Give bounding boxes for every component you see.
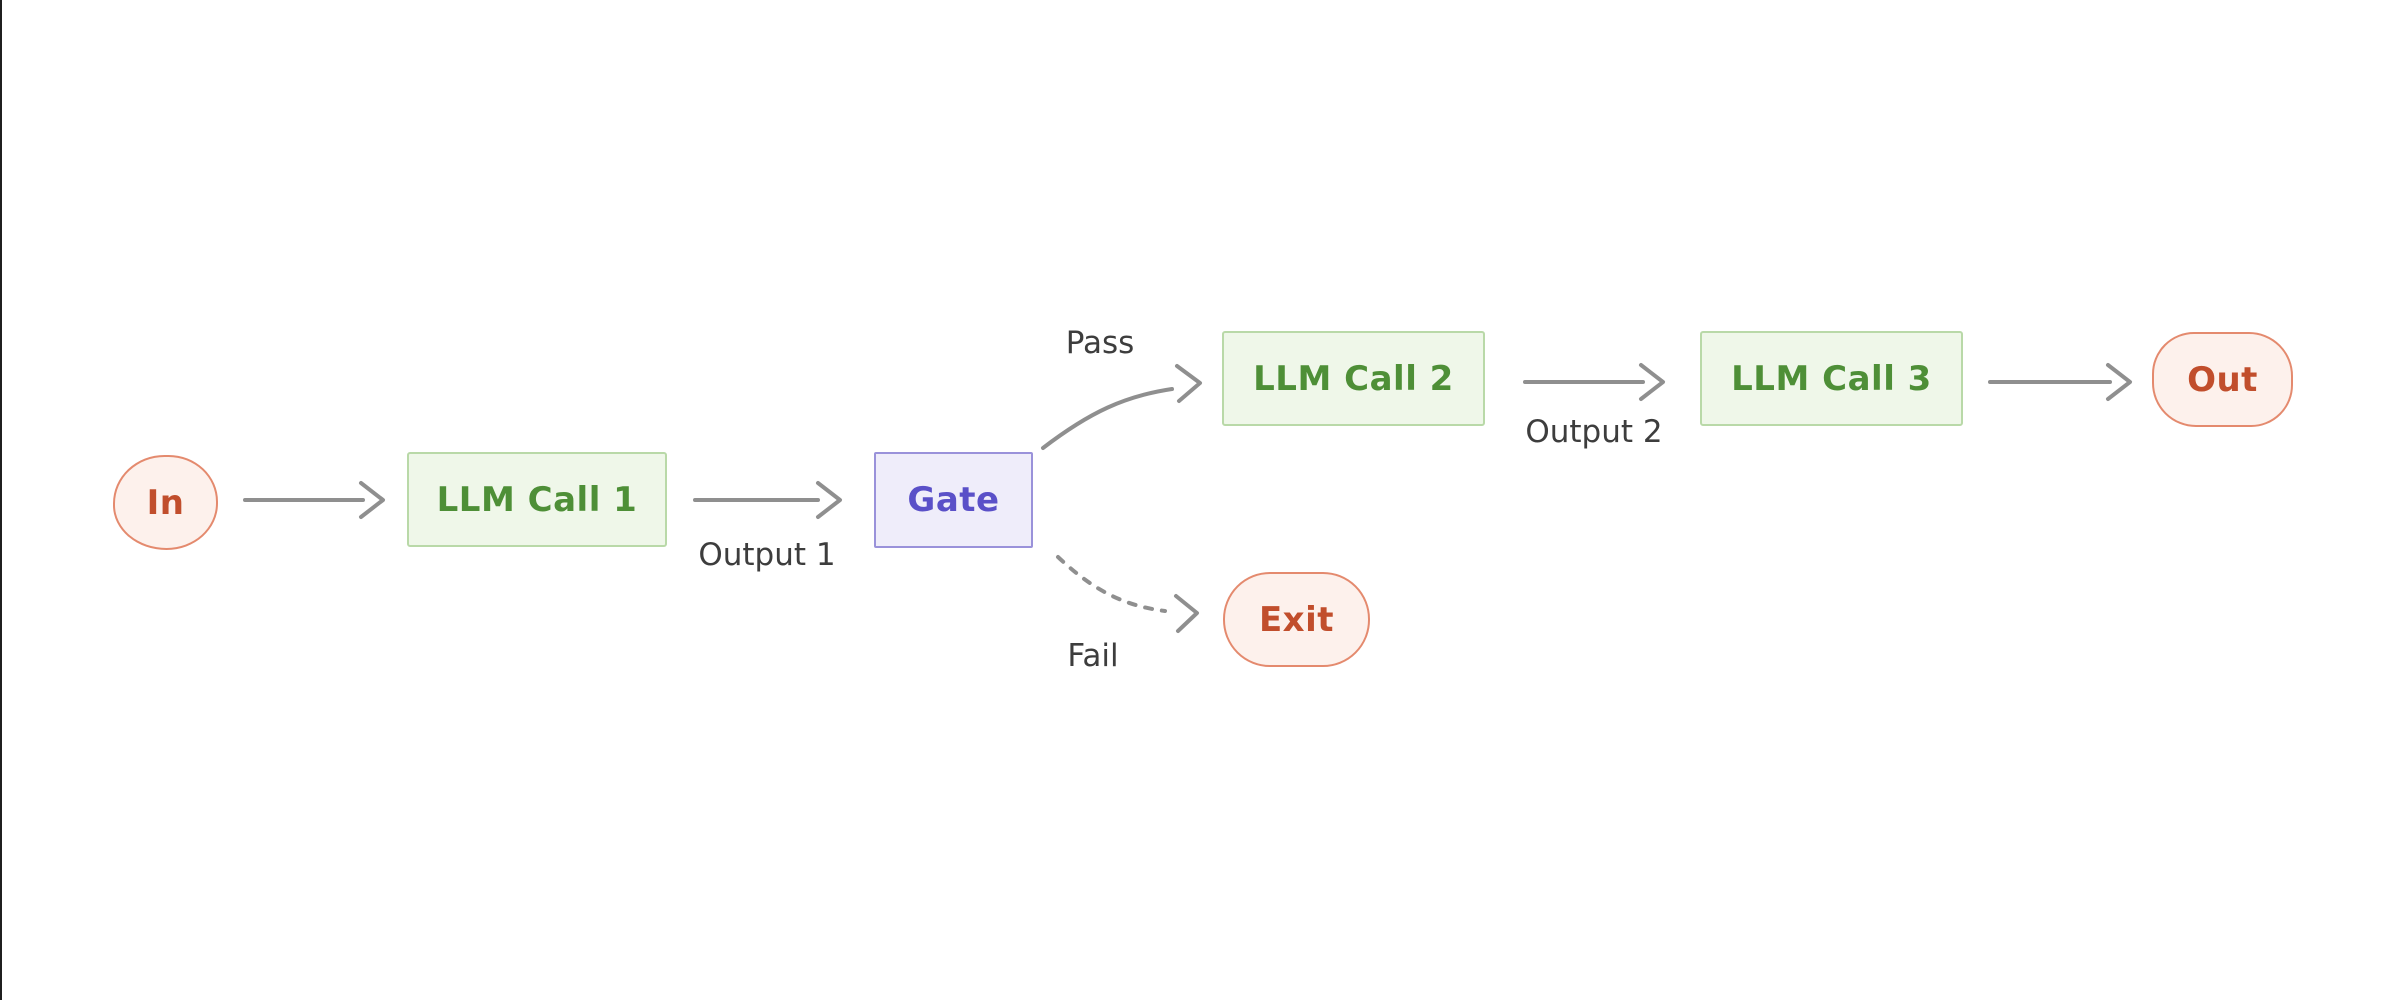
edge-in-to-llm-call-1 (243, 481, 385, 519)
node-gate-label: Gate (907, 480, 1000, 520)
node-exit: Exit (1223, 572, 1370, 667)
edge-label-output-2: Output 2 (1525, 414, 1663, 450)
node-in-label: In (146, 482, 185, 523)
node-llm-call-2: LLM Call 2 (1222, 331, 1485, 426)
node-out-label: Out (2187, 359, 2258, 400)
edge-gate-pass-to-llm-call-2 (1041, 364, 1202, 450)
node-llm-call-3-label: LLM Call 3 (1731, 358, 1932, 399)
arrowhead-icon (816, 481, 842, 519)
node-gate: Gate (874, 452, 1033, 548)
node-in: In (113, 455, 218, 550)
left-edge-line (0, 0, 2, 1000)
arrowhead-icon (1639, 363, 1665, 401)
edge-label-pass: Pass (1065, 325, 1135, 361)
node-llm-call-3: LLM Call 3 (1700, 331, 1963, 426)
arrowhead-icon (359, 481, 385, 519)
edge-label-fail: Fail (1067, 638, 1119, 674)
edge-label-output-1: Output 1 (698, 537, 836, 573)
node-llm-call-1: LLM Call 1 (407, 452, 667, 547)
arrowhead-icon (2106, 363, 2132, 401)
edge-llm-call-3-to-out (1988, 363, 2132, 401)
node-llm-call-1-label: LLM Call 1 (436, 479, 638, 520)
edge-llm-call-1-to-gate (693, 481, 842, 519)
edge-gate-fail-to-exit (1056, 555, 1199, 633)
node-exit-label: Exit (1258, 599, 1335, 640)
node-out: Out (2152, 332, 2293, 427)
node-llm-call-2-label: LLM Call 2 (1253, 358, 1454, 399)
arrowhead-icon (1175, 364, 1202, 403)
edge-llm-call-2-to-llm-call-3 (1523, 363, 1665, 401)
arrowhead-icon (1174, 594, 1199, 633)
